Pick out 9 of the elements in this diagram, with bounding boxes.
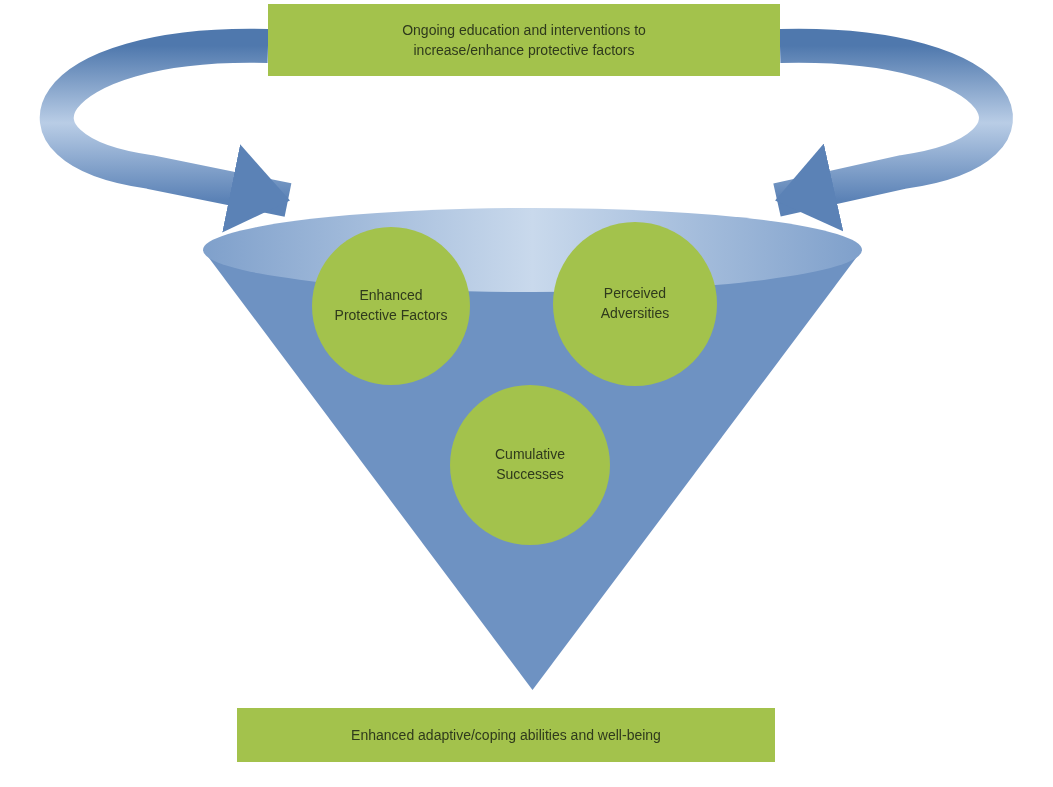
curved-arrow: [773, 29, 1013, 232]
node-text: Enhanced adaptive/coping abilities and well-being: [351, 725, 661, 745]
node-text: Enhanced Protective Factors: [334, 286, 448, 325]
curved-arrow: [40, 29, 292, 233]
text-box: [237, 708, 775, 762]
node-text: Ongoing education and interventions to increase/enhance protective factors: [401, 20, 647, 60]
node-text: Perceived Adversities: [599, 284, 671, 323]
node-text: Cumulative Successes: [494, 445, 566, 484]
text-box: [268, 4, 780, 76]
